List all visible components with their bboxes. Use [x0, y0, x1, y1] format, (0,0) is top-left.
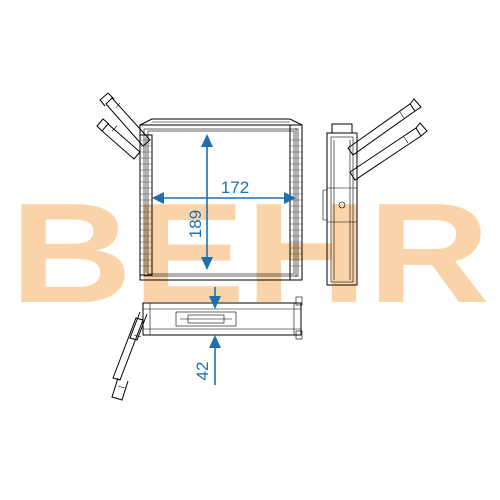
front-view	[96, 92, 303, 281]
bottom-view-pipe	[111, 311, 148, 401]
side-view	[322, 98, 428, 286]
side-view-pipes	[347, 98, 428, 181]
height-label: 189	[186, 210, 205, 238]
width-label: 172	[221, 178, 249, 197]
tank-ribs	[140, 139, 302, 267]
bottom-view	[111, 296, 303, 401]
top-header	[139, 118, 303, 126]
right-tank	[289, 124, 303, 281]
width-dimension: 172	[152, 178, 296, 204]
side-body	[326, 132, 358, 286]
depth-label: 42	[193, 362, 212, 381]
brand-watermark: BEHR	[10, 174, 490, 333]
height-dimension: 189	[186, 134, 213, 270]
left-tank	[139, 134, 153, 276]
front-view-pipes	[96, 92, 151, 160]
depth-dimension: 42	[193, 287, 221, 385]
bottom-body	[142, 302, 302, 336]
